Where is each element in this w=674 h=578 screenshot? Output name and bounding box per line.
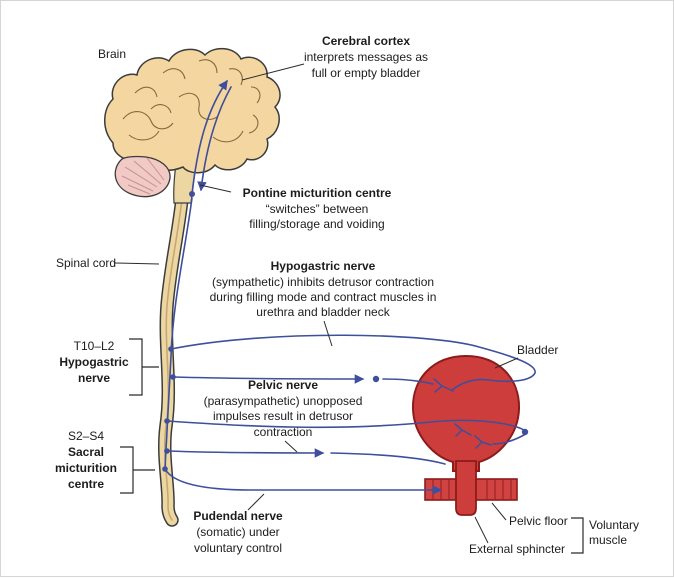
cerebral-cortex-pointer: [241, 63, 305, 81]
pelvic-ganglion-dot: [521, 428, 529, 436]
spinal-cord-pointer: [113, 262, 160, 265]
pelvic-nerve-upper-path: [167, 419, 526, 432]
nerve-pathways: [164, 79, 536, 495]
label-spinal-cord: Spinal cord: [56, 256, 116, 270]
hypogastric-line2: during filling mode and contract muscles…: [210, 290, 437, 304]
t10-l2-line2: Hypogastric: [59, 355, 129, 369]
annotation-s2-s4: S2–S4 Sacral micturition centre: [55, 429, 117, 491]
bladder-shape: [411, 354, 521, 472]
pudendal-pointer: [247, 493, 265, 511]
cord-descending-path: [164, 197, 193, 469]
hypogastric-pointer: [323, 320, 333, 347]
pelvic-nerve-lower-continuation: [330, 452, 446, 465]
external-sphincter-pointer: [474, 516, 489, 544]
t10-l2-line3: nerve: [78, 371, 110, 385]
pelvic-line3: contraction: [254, 425, 313, 439]
brain-descending-path: [197, 86, 232, 192]
hypogastric-preganglionic-path: [173, 374, 365, 384]
hypogastric-line1: (sympathetic) inhibits detrusor contract…: [212, 275, 434, 289]
cord-dot-s2: [164, 418, 170, 424]
label-voluntary-muscle: Voluntary muscle: [589, 518, 639, 547]
cord-dot-t10b: [170, 374, 176, 380]
cerebellum-folia-lines: [121, 157, 165, 195]
t10-l2-bracket: [129, 338, 159, 396]
hypogastric-title: Hypogastric nerve: [271, 259, 376, 273]
hypogastric-line3: urethra and bladder neck: [256, 305, 390, 319]
bladder-pointer: [494, 357, 519, 369]
pelvic-line2: impulses result in detrusor: [213, 409, 353, 423]
pointer-lines: [113, 63, 519, 544]
pelvic-floor-pointer: [491, 502, 507, 521]
nerve-ending-y-1: [433, 378, 454, 393]
annotation-pontine: Pontine micturition centre “switches” be…: [243, 186, 392, 231]
cord-dot-s2b: [164, 448, 170, 454]
voluntary-muscle-bracket: [571, 517, 584, 554]
s2-s4-bracket: [120, 446, 155, 494]
cord-dot-t10: [168, 346, 174, 352]
s2-s4-line3: micturition: [55, 461, 117, 475]
label-bladder: Bladder: [517, 343, 558, 357]
label-pelvic-floor: Pelvic floor: [509, 514, 568, 528]
pelvic-pointer: [284, 440, 298, 453]
brain-shape: [104, 47, 281, 174]
cerebral-cortex-line2: full or empty bladder: [312, 66, 421, 80]
hypogastric-ganglion-dot: [372, 375, 380, 383]
annotation-t10-l2: T10–L2 Hypogastric nerve: [59, 339, 129, 385]
bladder-illustration: [411, 354, 521, 516]
pelvic-postganglionic-path: [492, 434, 525, 445]
nerve-ending-y-3: [474, 435, 492, 449]
cerebral-cortex-line1: interprets messages as: [304, 50, 428, 64]
cord-dot-pudendal: [162, 466, 168, 472]
annotation-cerebral-cortex: Cerebral cortex interprets messages as f…: [304, 34, 428, 80]
brain-gyri-lines: [122, 59, 261, 143]
brackets: [120, 338, 584, 554]
pudendal-line1: (somatic) under: [196, 525, 279, 539]
cerebral-cortex-title: Cerebral cortex: [322, 34, 410, 48]
s2-s4-line2: Sacral: [68, 445, 104, 459]
pons-dot: [189, 191, 195, 197]
pudendal-nerve-path: [164, 468, 443, 495]
pudendal-line2: voluntary control: [194, 541, 282, 555]
hypogastric-postganglionic-path: [382, 378, 434, 385]
pontine-pointer: [199, 184, 232, 193]
pontine-line1: “switches” between: [266, 202, 369, 216]
s2-s4-line4: centre: [68, 477, 104, 491]
annotation-pelvic: Pelvic nerve (parasympathetic) unopposed…: [204, 378, 363, 439]
pelvic-title: Pelvic nerve: [248, 378, 318, 392]
annotation-hypogastric: Hypogastric nerve (sympathetic) inhibits…: [210, 259, 437, 319]
nerve-ending-y-2: [454, 423, 472, 437]
pontine-title: Pontine micturition centre: [243, 186, 392, 200]
t10-l2-line1: T10–L2: [74, 339, 115, 353]
pudendal-title: Pudendal nerve: [193, 509, 283, 523]
label-brain: Brain: [98, 47, 126, 61]
brain-illustration: [104, 47, 281, 198]
s2-s4-line1: S2–S4: [68, 429, 104, 443]
pelvic-line1: (parasympathetic) unopposed: [204, 394, 363, 408]
urethra-shape: [455, 460, 477, 516]
brain-ascending-path: [191, 79, 228, 195]
voluntary-line2: muscle: [589, 533, 627, 547]
label-external-sphincter: External sphincter: [469, 542, 565, 556]
synapse-dots: [162, 191, 529, 472]
pontine-line2: filling/storage and voiding: [249, 217, 384, 231]
voluntary-line1: Voluntary: [589, 518, 639, 532]
annotation-pudendal: Pudendal nerve (somatic) under voluntary…: [193, 509, 283, 555]
hypogastric-nerve-path: [170, 334, 536, 391]
pelvic-nerve-lower-path: [167, 448, 325, 458]
